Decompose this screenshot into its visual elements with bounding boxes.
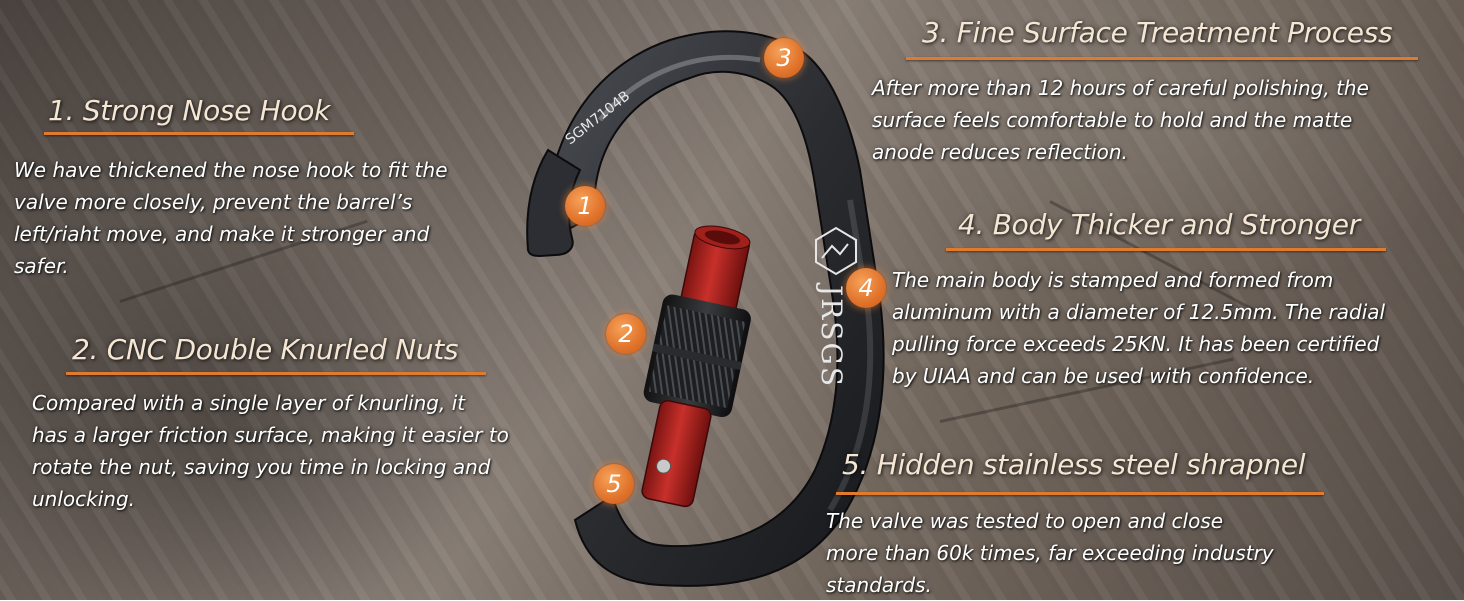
- text-line: left/riaht move, and make it stronger an…: [14, 222, 430, 246]
- text-line: surface feels comfortable to hold and th…: [872, 108, 1353, 132]
- feature-5-title: 5. Hidden stainless steel shrapnel: [842, 448, 1306, 481]
- badge-3: 3: [764, 38, 804, 78]
- text-line: valve more closely, prevent the barrel’s: [14, 190, 413, 214]
- feature-3-underline: [906, 57, 1418, 60]
- feature-5-underline: [836, 492, 1324, 495]
- text-line: rotate the nut, saving you time in locki…: [32, 455, 491, 479]
- badge-5: 5: [594, 464, 634, 504]
- feature-3-title: 3. Fine Surface Treatment Process: [922, 16, 1393, 49]
- text-line: pulling force exceeds 25KN. It has been …: [892, 332, 1380, 356]
- feature-1-underline: [44, 132, 354, 135]
- feature-4-underline: [946, 248, 1386, 251]
- feature-4-description: The main body is stamped and formed from…: [892, 264, 1385, 392]
- text-line: unlocking.: [32, 487, 136, 511]
- feature-1-title: 1. Strong Nose Hook: [48, 94, 331, 127]
- feature-3-description: After more than 12 hours of careful poli…: [872, 72, 1369, 168]
- text-line: The main body is stamped and formed from: [892, 268, 1334, 292]
- text-line: The valve was tested to open and close: [826, 509, 1224, 533]
- brand-engraving: JRSGS: [815, 282, 848, 388]
- brand-logo: [815, 226, 857, 276]
- text-line: by UIAA and can be used with confidence.: [892, 364, 1315, 388]
- text-line: Compared with a single layer of knurling…: [32, 391, 466, 415]
- text-line: more than 60k times, far exceeding indus…: [826, 541, 1274, 565]
- text-line: anode reduces reflection.: [872, 140, 1128, 164]
- feature-2-title: 2. CNC Double Knurled Nuts: [72, 333, 459, 366]
- badge-4: 4: [846, 268, 886, 308]
- badge-2: 2: [606, 314, 646, 354]
- text-line: has a larger friction surface, making it…: [32, 423, 509, 447]
- text-line: standards.: [826, 573, 932, 597]
- feature-1-description: We have thickened the nose hook to fit t…: [14, 154, 448, 282]
- feature-2-underline: [66, 372, 486, 375]
- text-line: After more than 12 hours of careful poli…: [872, 76, 1369, 100]
- feature-4-title: 4. Body Thicker and Stronger: [958, 208, 1360, 241]
- feature-2-description: Compared with a single layer of knurling…: [32, 387, 509, 515]
- text-line: safer.: [14, 254, 69, 278]
- text-line: We have thickened the nose hook to fit t…: [14, 158, 448, 182]
- feature-5-description: The valve was tested to open and close m…: [826, 505, 1274, 601]
- badge-1: 1: [565, 186, 605, 226]
- text-line: aluminum with a diameter of 12.5mm. The …: [892, 300, 1386, 324]
